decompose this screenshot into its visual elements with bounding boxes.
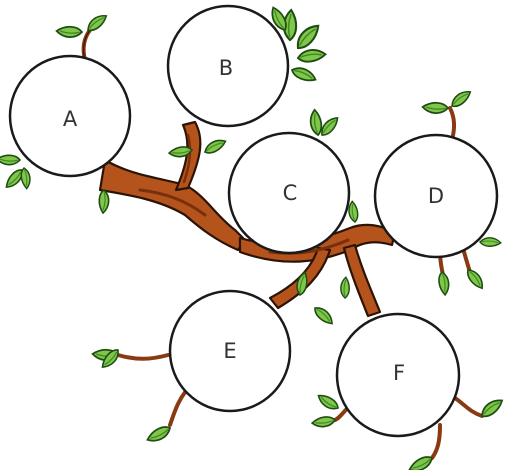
node-b: B bbox=[166, 4, 290, 128]
node-d: D bbox=[373, 133, 499, 259]
leaf-icon bbox=[421, 97, 450, 119]
branch-b bbox=[174, 120, 202, 192]
branch-f bbox=[342, 243, 382, 318]
node-a: A bbox=[8, 54, 132, 178]
diagram-nodes: A B C D E F bbox=[8, 4, 499, 438]
node-a-label: A bbox=[63, 107, 78, 131]
branch-a-c bbox=[98, 158, 247, 252]
leaf-icon bbox=[94, 188, 114, 215]
node-e: E bbox=[168, 289, 292, 413]
node-c-label: C bbox=[283, 181, 298, 205]
leaf-icon bbox=[477, 397, 505, 419]
leaf-icon bbox=[406, 455, 435, 473]
node-f-label: F bbox=[393, 361, 405, 385]
leaf-icon bbox=[84, 13, 111, 33]
node-e-label: E bbox=[223, 339, 236, 363]
leaf-icon bbox=[310, 413, 337, 430]
leaf-icon bbox=[435, 270, 452, 297]
leaf-icon bbox=[465, 266, 485, 293]
leaf-icon bbox=[289, 61, 318, 88]
leaf-icon bbox=[296, 46, 327, 66]
node-b-label: B bbox=[219, 56, 233, 80]
leaf-icon bbox=[316, 389, 341, 415]
leaf-icon bbox=[336, 275, 354, 300]
node-f: F bbox=[335, 312, 461, 438]
leaf-icon bbox=[0, 150, 22, 170]
leaf-icon bbox=[144, 425, 173, 443]
leaf-icon bbox=[202, 138, 228, 155]
node-c: C bbox=[227, 131, 351, 255]
leaf-icon bbox=[312, 302, 335, 329]
leaf-icon bbox=[448, 89, 475, 109]
node-d-label: D bbox=[428, 184, 444, 208]
leaf-icon bbox=[55, 21, 84, 43]
